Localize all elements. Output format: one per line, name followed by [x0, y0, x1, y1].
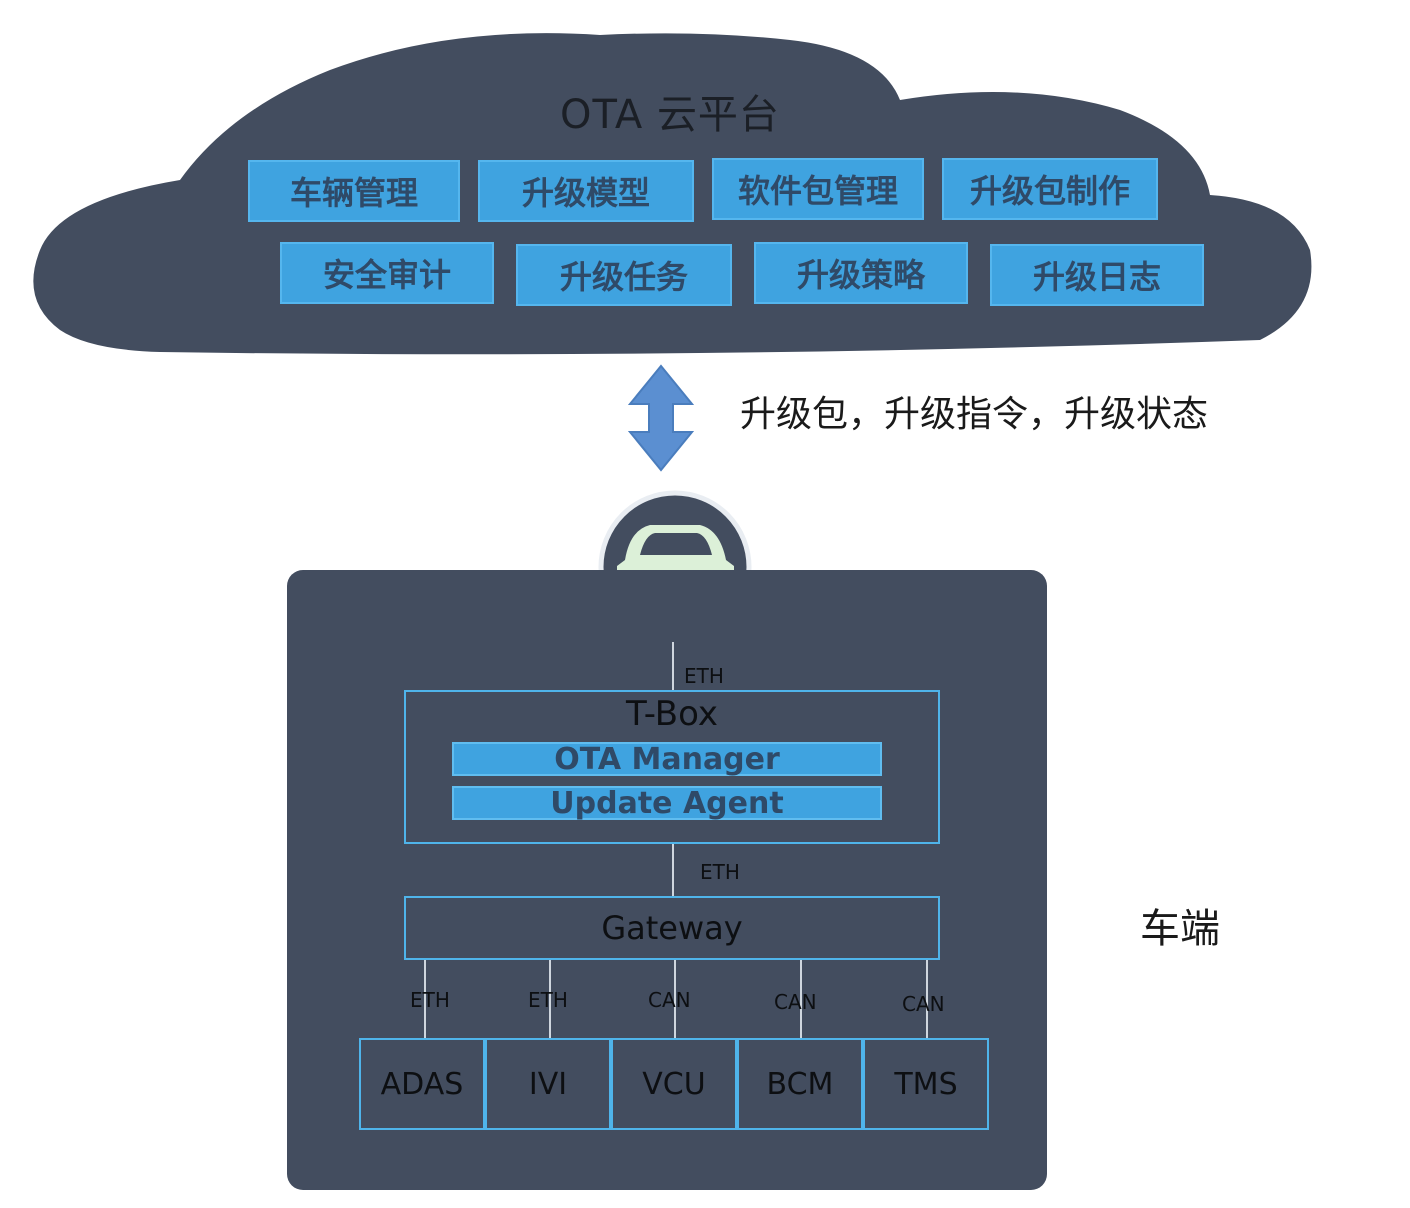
link-line-ivi	[549, 960, 551, 1038]
link-line-bcm	[800, 960, 802, 1038]
cloud-module-upgrade-task: 升级任务	[516, 244, 732, 306]
link-line-adas	[424, 960, 426, 1038]
link-label-bcm: CAN	[774, 990, 817, 1014]
flow-label: 升级包，升级指令，升级状态	[740, 394, 1209, 435]
cloud-module-vehicle-management: 车辆管理	[248, 160, 460, 222]
link-line-tms	[926, 960, 928, 1038]
updown-arrow-icon	[627, 364, 695, 472]
ota-manager-bar: OTA Manager	[452, 742, 882, 777]
link-label-car-tbox: ETH	[684, 664, 724, 688]
ecu-ivi: IVI	[485, 1038, 611, 1130]
tbox-title: T-Box	[626, 694, 718, 734]
link-label-tbox-gateway: ETH	[700, 860, 740, 884]
ecu-bcm: BCM	[737, 1038, 863, 1130]
link-label-adas: ETH	[410, 988, 450, 1012]
ecu-tms: TMS	[863, 1038, 989, 1130]
ecu-vcu: VCU	[611, 1038, 737, 1130]
ecu-adas: ADAS	[359, 1038, 485, 1130]
link-line-car-tbox	[672, 642, 674, 692]
cloud-module-upgrade-model: 升级模型	[478, 160, 694, 222]
tbox-box	[404, 690, 940, 844]
cloud-module-upgrade-strategy: 升级策略	[754, 242, 968, 304]
link-label-vcu: CAN	[648, 988, 691, 1012]
link-line-tbox-gateway	[672, 844, 674, 896]
cloud-module-package-build: 升级包制作	[942, 158, 1158, 220]
vehicle-side-label: 车端	[1140, 906, 1220, 952]
vehicle-panel	[287, 570, 1047, 1190]
gateway-box: Gateway	[404, 896, 940, 960]
cloud-module-security-audit: 安全审计	[280, 242, 494, 304]
cloud-title: OTA 云平台	[560, 92, 780, 138]
link-label-tms: CAN	[902, 992, 945, 1016]
link-label-ivi: ETH	[528, 988, 568, 1012]
cloud-module-upgrade-log: 升级日志	[990, 244, 1204, 306]
cloud-module-software-package: 软件包管理	[712, 158, 924, 220]
update-agent-bar: Update Agent	[452, 786, 882, 821]
link-line-vcu	[674, 960, 676, 1038]
